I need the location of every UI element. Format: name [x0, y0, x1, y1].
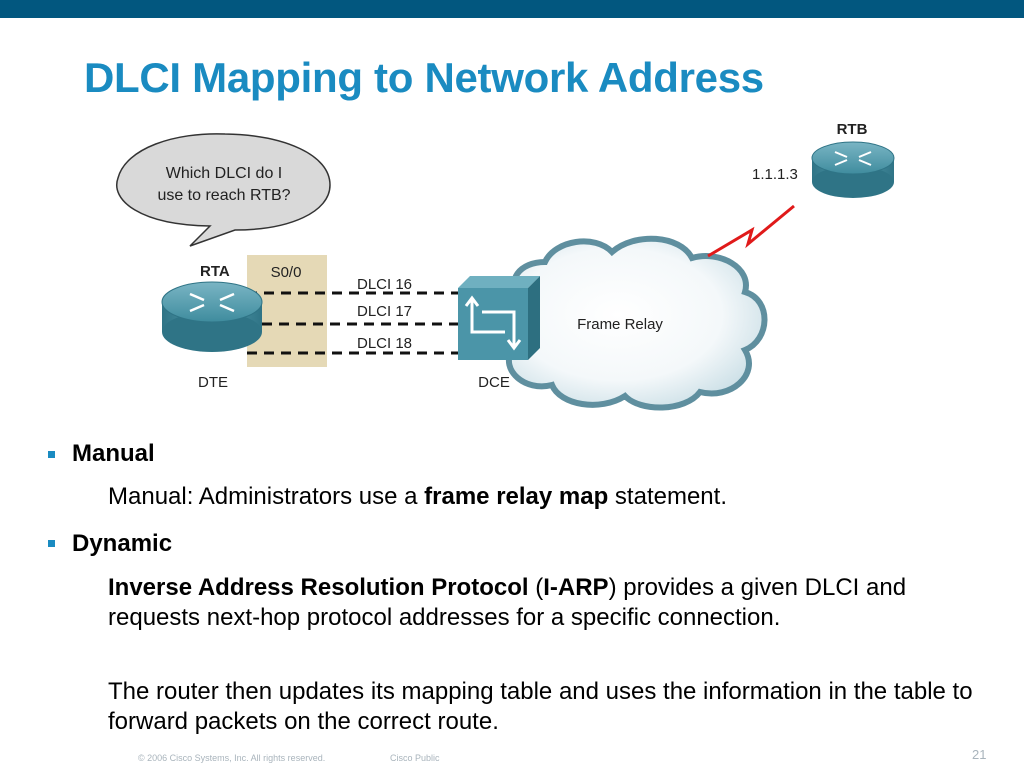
dlci-16-label: DLCI 16 — [357, 276, 412, 293]
manual-description: Manual: Administrators use a frame relay… — [108, 483, 727, 510]
speech-bubble: Which DLCI do I use to reach RTB? — [116, 133, 331, 247]
dynamic-description: Inverse Address Resolution Protocol (I-A… — [108, 574, 907, 631]
serial-link — [707, 204, 795, 258]
slide-title: DLCI Mapping to Network Address — [84, 54, 764, 101]
rta-router-icon — [161, 281, 263, 352]
footer-classification: Cisco Public — [390, 753, 440, 763]
bubble-text-line2: use to reach RTB? — [157, 187, 290, 204]
interface-label: S0/0 — [271, 264, 302, 281]
dynamic-update-description: The router then updates its mapping tabl… — [108, 678, 973, 735]
bullet-heading-dynamic: Dynamic — [72, 530, 173, 557]
bullet-marker-dynamic — [48, 540, 55, 547]
rta-label: RTA — [200, 263, 230, 280]
network-diagram: Which DLCI do I use to reach RTB? S0/0 F… — [116, 121, 895, 411]
rtb-label: RTB — [837, 121, 868, 138]
dce-switch-icon — [458, 276, 540, 360]
page-number: 21 — [972, 747, 987, 762]
header-bar — [0, 0, 1024, 18]
rtb-address-label: 1.1.1.3 — [752, 166, 798, 183]
dlci-17-label: DLCI 17 — [357, 303, 412, 320]
rta-role-label: DTE — [198, 374, 228, 391]
rtb-router-icon — [811, 141, 895, 198]
dce-label: DCE — [478, 374, 510, 391]
bubble-text-line1: Which DLCI do I — [166, 165, 282, 182]
frame-relay-cloud: Frame Relay — [495, 235, 768, 411]
bullet-marker-manual — [48, 451, 55, 458]
cloud-label: Frame Relay — [577, 316, 663, 333]
footer-copyright: © 2006 Cisco Systems, Inc. All rights re… — [138, 753, 326, 763]
dlci-18-label: DLCI 18 — [357, 335, 412, 352]
virtual-circuits — [247, 291, 458, 355]
bullet-heading-manual: Manual — [72, 440, 155, 467]
